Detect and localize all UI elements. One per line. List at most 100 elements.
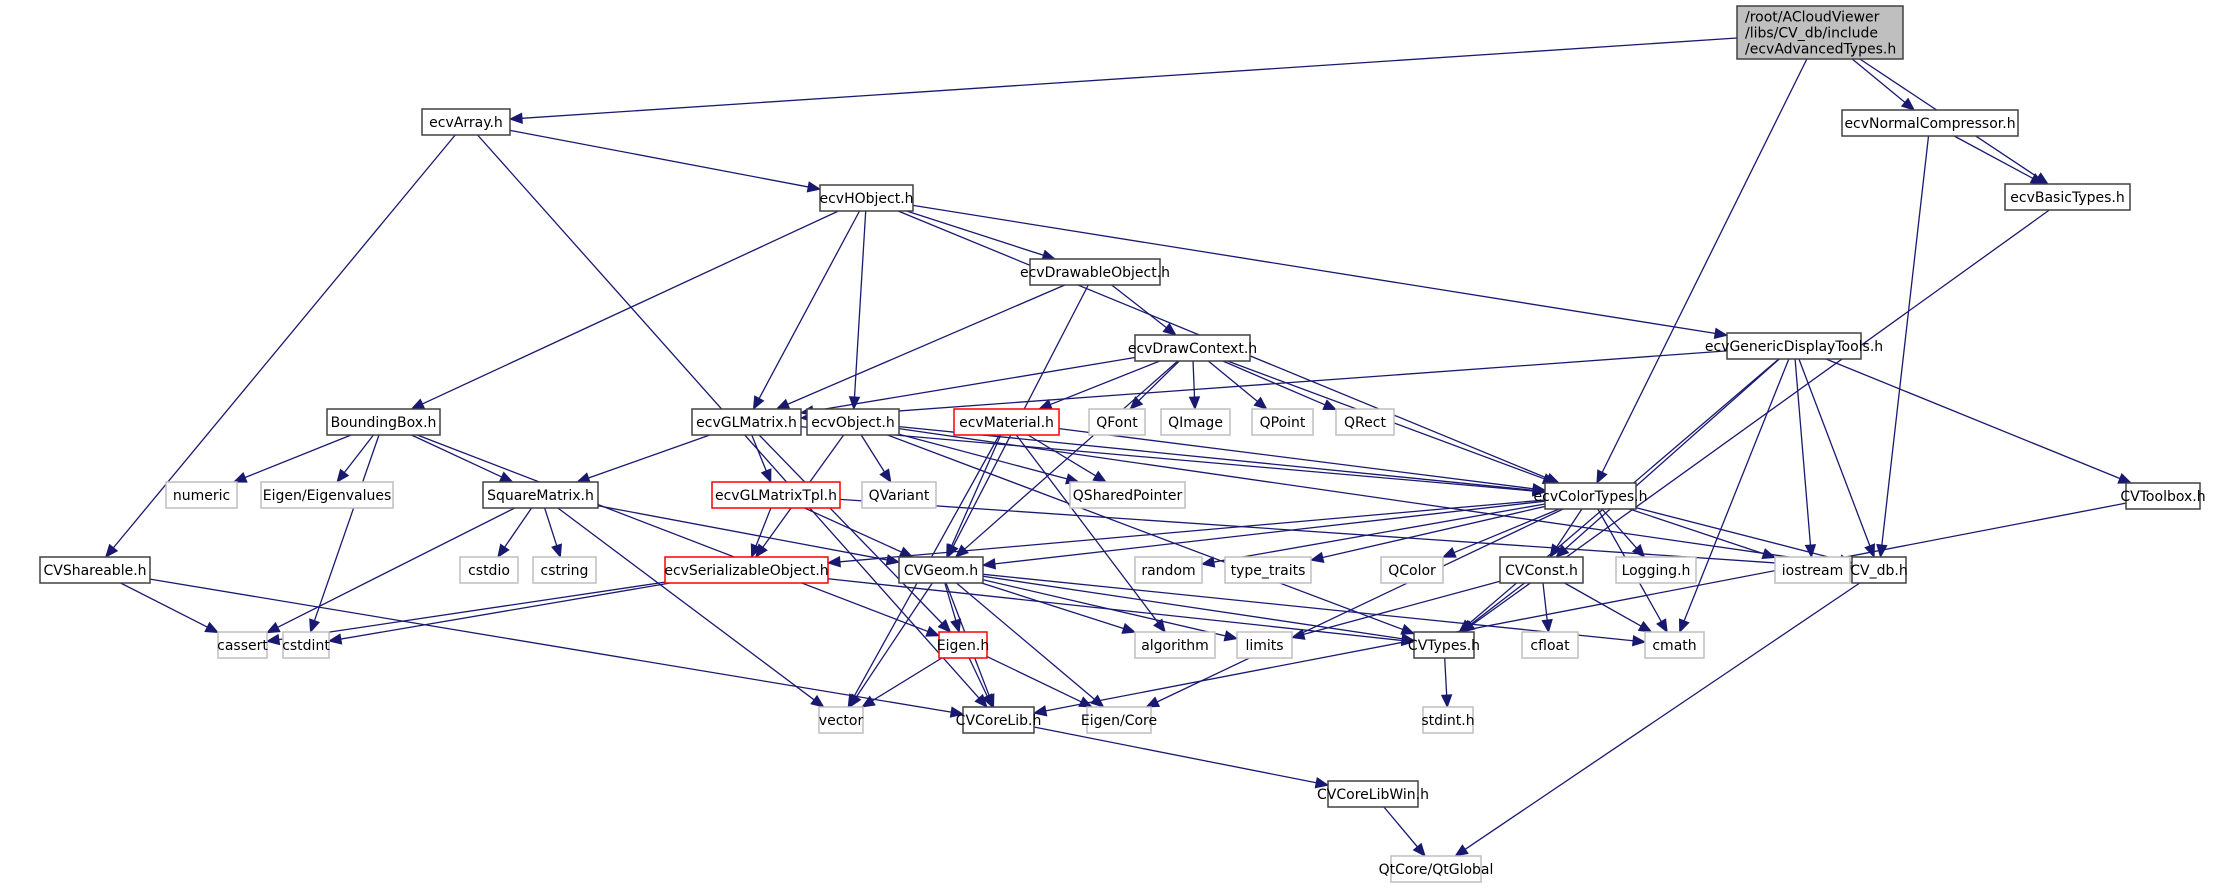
node-CVCoreLib[interactable]: CVCoreLib.h bbox=[956, 706, 1042, 734]
arrowhead-icon bbox=[410, 398, 426, 410]
node-CVCoreLibWin[interactable]: CVCoreLibWin.h bbox=[1317, 780, 1429, 808]
node-ecvBasicTypes[interactable]: ecvBasicTypes.h bbox=[2004, 183, 2131, 211]
arrowhead-icon bbox=[1309, 551, 1325, 563]
node-label: ecvMaterial.h bbox=[959, 415, 1054, 431]
node-CVConst[interactable]: CVConst.h bbox=[1499, 556, 1584, 584]
node-ecvMaterial[interactable]: ecvMaterial.h bbox=[953, 408, 1060, 436]
edge-ecvDrawableObject-to-ecvDrawContext bbox=[1111, 284, 1177, 336]
edge-CVGeom-to-vector bbox=[848, 582, 933, 709]
arrowhead-icon bbox=[806, 181, 822, 193]
arrowhead-icon bbox=[949, 706, 965, 718]
node-label: ecvNormalCompressor.h bbox=[1844, 116, 2015, 132]
node-ecvDrawContext[interactable]: ecvDrawContext.h bbox=[1128, 334, 1257, 362]
edge-line bbox=[758, 210, 861, 399]
node-QColor: QColor bbox=[1380, 556, 1444, 584]
node-root[interactable]: /root/ACloudViewer/libs/CV_db/include/ec… bbox=[1736, 5, 1904, 60]
node-ecvHObject[interactable]: ecvHObject.h bbox=[819, 184, 914, 212]
node-label: algorithm bbox=[1141, 638, 1209, 654]
nodes-layer: /root/ACloudViewer/libs/CV_db/include/ec… bbox=[39, 5, 2206, 883]
node-CVToolbox[interactable]: CVToolbox.h bbox=[2120, 482, 2206, 510]
node-box bbox=[1251, 408, 1314, 436]
arrowhead-icon bbox=[1637, 620, 1653, 633]
node-ecvGLMatrixTpl[interactable]: ecvGLMatrixTpl.h bbox=[711, 481, 841, 509]
node-SquareMatrix[interactable]: SquareMatrix.h bbox=[482, 481, 599, 509]
arrowhead-icon bbox=[848, 693, 862, 709]
edge-ecvColorTypes-to-EigenCore bbox=[1145, 508, 1564, 708]
edge-CVTypes-to-stdint bbox=[1440, 657, 1453, 709]
node-ecvSerializableObject[interactable]: ecvSerializableObject.h bbox=[664, 556, 829, 584]
node-label: CVToolbox.h bbox=[2120, 489, 2205, 505]
edge-BoundingBox-to-EigenEigenvalues bbox=[336, 434, 374, 484]
arrowhead-icon bbox=[551, 543, 563, 559]
edge-ecvDrawableObject-to-ecvGLMatrix bbox=[775, 284, 1066, 410]
node-CVTypes[interactable]: CVTypes.h bbox=[1408, 631, 1480, 659]
node-ecvNormalCompressor[interactable]: ecvNormalCompressor.h bbox=[1841, 109, 2019, 137]
edge-line bbox=[839, 499, 1546, 563]
node-box bbox=[1521, 631, 1579, 659]
node-box bbox=[1851, 556, 1907, 584]
edge-CVConst-to-cmath bbox=[1564, 582, 1653, 633]
edge-line bbox=[981, 582, 1124, 630]
edge-line bbox=[588, 434, 711, 479]
edge-line bbox=[1542, 582, 1548, 621]
arrowhead-icon bbox=[826, 556, 841, 568]
node-ecvObject[interactable]: ecvObject.h bbox=[806, 408, 900, 436]
edge-ecvDrawContext-to-ecvGLMatrix bbox=[799, 356, 1136, 417]
node-label: ecvObject.h bbox=[811, 415, 895, 431]
node-ecvArray[interactable]: ecvArray.h bbox=[421, 108, 511, 136]
arrowhead-icon bbox=[752, 395, 765, 411]
arrowhead-icon bbox=[1162, 322, 1177, 336]
edge-ecvColorTypes-to-CVConst bbox=[1549, 508, 1583, 559]
arrowhead-icon bbox=[336, 468, 350, 484]
node-ecvGenericDisplayTools[interactable]: ecvGenericDisplayTools.h bbox=[1705, 332, 1883, 360]
node-box bbox=[1726, 332, 1862, 360]
arrowhead-icon bbox=[1188, 396, 1201, 411]
node-BoundingBox[interactable]: BoundingBox.h bbox=[326, 408, 441, 436]
arrowhead-icon bbox=[1129, 396, 1144, 410]
node-box bbox=[1160, 408, 1231, 436]
node-ecvColorTypes[interactable]: ecvColorTypes.h bbox=[1534, 482, 1648, 510]
arrowhead-icon bbox=[1223, 630, 1239, 642]
edge-ecvObject-to-CVTypes bbox=[887, 434, 1416, 635]
arrowhead-icon bbox=[981, 558, 997, 570]
edge-line bbox=[912, 204, 1716, 335]
arrowhead-icon bbox=[1253, 396, 1268, 410]
edge-ecvNormalCompressor-to-ecvBasicTypes bbox=[1953, 135, 2045, 185]
arrowhead-icon bbox=[1900, 97, 1916, 111]
edge-line bbox=[1213, 503, 1546, 563]
node-label: limits bbox=[1245, 638, 1283, 654]
node-Logging: Logging.h bbox=[1615, 556, 1697, 584]
node-label: QRect bbox=[1344, 415, 1386, 431]
edge-ecvMaterial-to-algorithm bbox=[1015, 434, 1166, 634]
edge-line bbox=[1222, 360, 1326, 406]
edge-ecvDrawContext-to-QFont bbox=[1129, 360, 1180, 410]
arrowhead-icon bbox=[981, 693, 993, 709]
edge-ecvColorTypes-to-type_traits bbox=[1309, 505, 1546, 563]
node-label: Eigen/Core bbox=[1081, 713, 1157, 729]
node-box bbox=[217, 631, 268, 659]
edge-line bbox=[1192, 360, 1196, 398]
node-CV_db[interactable]: CV_db.h bbox=[1850, 556, 1908, 584]
edge-ecvSerializableObject-to-cstdint bbox=[327, 582, 671, 645]
edge-line bbox=[956, 582, 1095, 700]
node-CVShareable[interactable]: CVShareable.h bbox=[39, 556, 151, 584]
edge-CVGeom-to-EigenH bbox=[944, 582, 962, 634]
edge-line bbox=[1156, 508, 1564, 703]
node-ecvDrawableObject[interactable]: ecvDrawableObject.h bbox=[1020, 258, 1170, 286]
edge-line bbox=[1033, 726, 1317, 784]
node-box bbox=[1236, 631, 1293, 659]
node-label: cassert bbox=[217, 638, 268, 654]
node-EigenH[interactable]: Eigen.h bbox=[937, 631, 989, 659]
edge-ecvObject-to-CV_db bbox=[898, 427, 1854, 571]
node-label: ecvDrawContext.h bbox=[1128, 341, 1257, 357]
node-ecvGLMatrix[interactable]: ecvGLMatrix.h bbox=[691, 408, 802, 436]
arrowhead-icon bbox=[498, 471, 514, 483]
edge-ecvHObject-to-ecvGenericDisplayTools bbox=[912, 204, 1729, 340]
edge-line bbox=[1601, 58, 1808, 473]
node-cstdio: cstdio bbox=[459, 556, 519, 584]
node-CVGeom[interactable]: CVGeom.h bbox=[898, 556, 984, 584]
edge-ecvGLMatrixTpl-to-ecvSerializableObject bbox=[750, 507, 772, 559]
edge-CVConst-to-cfloat bbox=[1541, 582, 1553, 634]
edge-ecvGLMatrixTpl-to-CVGeom bbox=[804, 507, 914, 558]
